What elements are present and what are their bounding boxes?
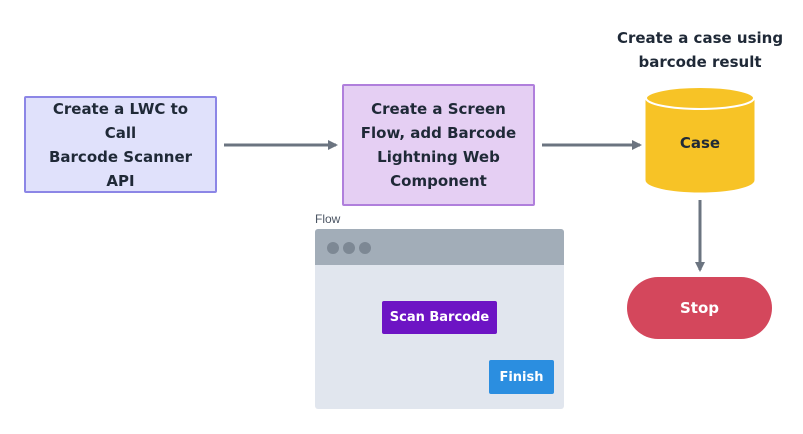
screen-flow-step-box: Create a Screen Flow, add Barcode Lightn… (342, 84, 535, 206)
case-db-label: Case (679, 134, 721, 152)
lwc-step-label: Create a LWC to Call Barcode Scanner API (48, 99, 193, 190)
stop-label: Stop (679, 299, 720, 317)
flow-preview-window: Scan Barcode Finish (315, 229, 564, 409)
window-dot-icon (327, 242, 339, 254)
case-caption: Create a case using barcode result (616, 29, 784, 71)
finish-button[interactable]: Finish (489, 360, 554, 394)
stop-terminator: Stop (627, 277, 772, 339)
window-dot-icon (359, 242, 371, 254)
window-dot-icon (343, 242, 355, 254)
flow-preview-caption: Flow (315, 212, 341, 226)
scan-barcode-button[interactable]: Scan Barcode (382, 301, 497, 334)
lwc-step-box: Create a LWC to Call Barcode Scanner API (24, 96, 217, 193)
screen-flow-step-label: Create a Screen Flow, add Barcode Lightn… (360, 100, 517, 190)
window-titlebar (315, 229, 564, 265)
database-icon (645, 86, 755, 193)
